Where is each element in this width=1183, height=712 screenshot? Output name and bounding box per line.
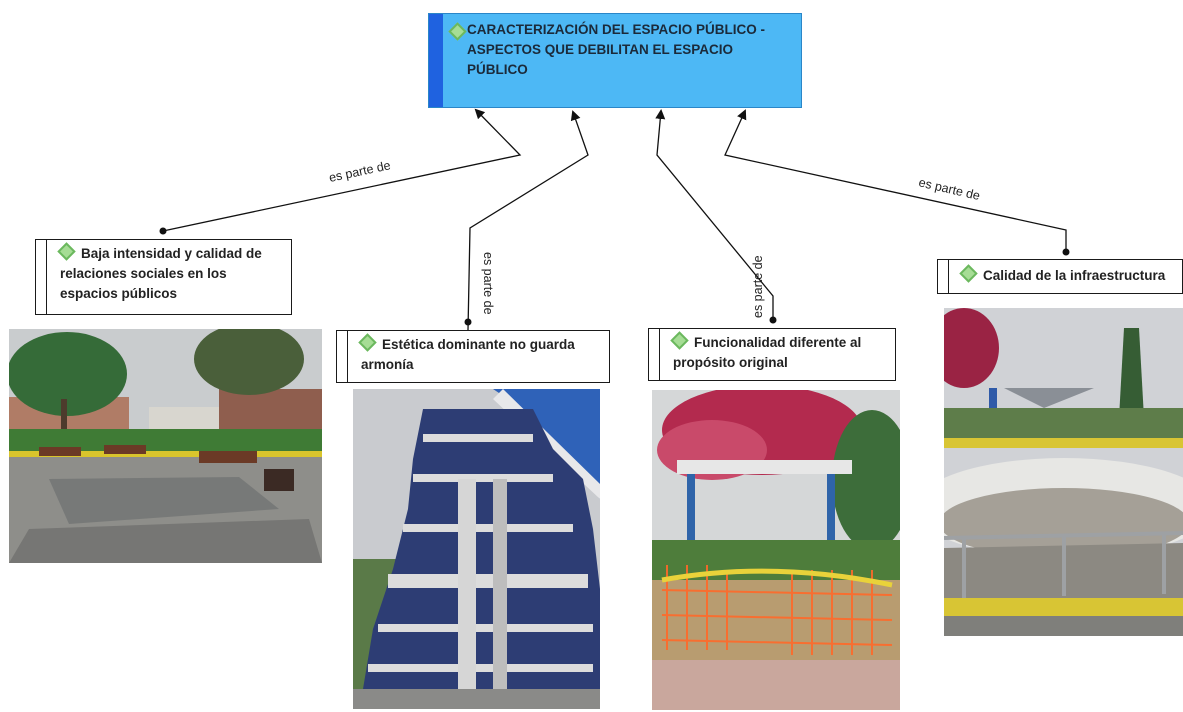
connector-4 — [724, 109, 1067, 252]
node-label: Baja intensidad y calidad de relaciones … — [60, 246, 262, 301]
diamond-icon — [959, 264, 978, 283]
photo-fuente — [944, 308, 1183, 636]
node-label: Estética dominante no guarda armonía — [361, 337, 575, 372]
node-baja-intensidad[interactable]: Baja intensidad y calidad de relaciones … — [35, 239, 292, 315]
connector-3 — [655, 109, 774, 320]
node-estetica[interactable]: Estética dominante no guarda armonía — [336, 330, 610, 383]
diamond-icon — [670, 331, 689, 350]
diamond-icon — [448, 22, 467, 41]
node-label: Calidad de la infraestructura — [983, 268, 1166, 283]
root-accent-bar — [429, 14, 443, 107]
relation-label-1: es parte de — [328, 158, 392, 185]
relation-label-3: es parte de — [751, 255, 765, 318]
connector-1 — [162, 108, 522, 232]
diamond-icon — [358, 333, 377, 352]
connector-2 — [467, 110, 589, 331]
node-calidad-infraestructura[interactable]: Calidad de la infraestructura — [937, 259, 1183, 294]
photo-escalera — [353, 389, 600, 709]
root-node[interactable]: CARACTERIZACIÓN DEL ESPACIO PÚBLICO - AS… — [428, 13, 802, 108]
root-title: CARACTERIZACIÓN DEL ESPACIO PÚBLICO - AS… — [467, 22, 766, 77]
photo-glorieta — [652, 390, 900, 710]
photo-plaza — [9, 329, 322, 563]
diamond-icon — [57, 242, 76, 261]
node-label: Funcionalidad diferente al propósito ori… — [673, 335, 862, 370]
relation-label-2: es parte de — [481, 252, 495, 315]
node-funcionalidad[interactable]: Funcionalidad diferente al propósito ori… — [648, 328, 896, 381]
